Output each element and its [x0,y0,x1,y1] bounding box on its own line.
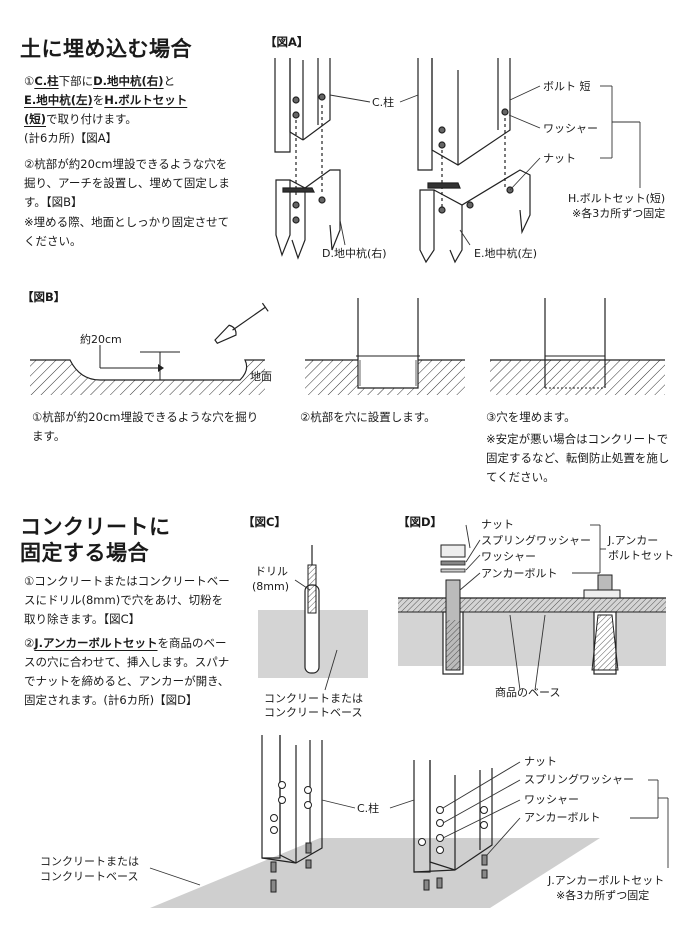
figB-hole-drawing [30,302,269,395]
figD-title: 【図D】 [398,515,443,529]
figD-label-set: J.アンカー [608,534,659,547]
section1-step1: ①C.柱下部にD.地中杭(右)と E.地中杭(左)をH.ボルトセット (短)で取… [24,72,236,148]
section1-step2: ②杭部が約20cm埋設できるような穴を掘り、アーチを設置し、埋めて固定します。【… [24,157,230,209]
figD-label-anchor-bolt: アンカーボルト [481,567,558,580]
bottom-label-spring-washer: スプリングワッシャー [524,773,634,786]
step1-num: ① [24,74,35,88]
part-d: D.地中杭(右) [93,74,164,88]
part-j: J.アンカーボルトセット [34,636,158,650]
step1-text2: と [163,74,176,88]
bottom-label-anchor-bolt: アンカーボルト [524,811,601,824]
figB-caption-3: ③穴を埋めます。 [486,410,576,424]
section1-title: 土に埋め込む場合 [20,37,192,61]
bottom-drawing [149,735,669,908]
step2-rest: を商品のベースの穴に合わせて、挿入します。スパナでナットを締めると、アンカーが開… [24,636,230,707]
bottom-label-concrete-base: コンクリートベース [40,870,139,883]
bottom-label-nut: ナット [524,755,557,768]
figA-title: 【図A】 [265,35,309,49]
step1-text5: (計6カ所)【図A】 [24,131,118,145]
figB-caption-3-note: ※安定が悪い場合はコンクリートで固定するなど、転倒防止処置を施してください。 [486,432,670,484]
bottom-label-concrete: コンクリートまたは [40,855,139,868]
section2-title-line1: コンクリートに [20,515,171,539]
figA-label-set-note: ※各3カ所ずつ固定 [572,207,666,220]
bottom-label-set: J.アンカーボルトセット [548,874,665,887]
figD-label-washer: ワッシャー [481,550,536,563]
figB-title: 【図B】 [22,290,66,304]
figC-drawing [258,545,368,691]
figB-caption-1: ①杭部が約20cm埋設できるような穴を掘ります。 [32,410,259,443]
figD-label-base: 商品のベース [495,686,561,699]
figD-label-set2: ボルトセット [608,549,674,562]
figA-label-bolt: ボルト 短 [543,80,591,93]
figC-label-drill-size: (8mm) [252,580,290,593]
bottom-label-set-note: ※各3カ所ずつ固定 [556,889,650,902]
section2-step1: ①コンクリートまたはコンクリートベースにドリル(8mm)で穴をあけ、切粉を取り除… [24,574,230,626]
part-e: E.地中杭(左) [24,93,93,107]
figB-label-ground: 地面 [250,370,272,383]
figA-label-stake-right: D.地中杭(右) [322,247,387,260]
figA-label-pillar: C.柱 [372,96,395,109]
figD-drawing [398,524,666,691]
figA-left-drawing [274,58,341,260]
figB-label-depth: 約20cm [80,333,122,346]
section2-step2: ②J.アンカーボルトセットを商品のベースの穴に合わせて、挿入します。スパナでナッ… [24,634,234,710]
figB-filled-drawing [490,298,665,395]
figA-leaders [329,85,641,246]
figC-label-concrete: コンクリートまたは [264,692,363,705]
figC-label-drill: ドリル [255,565,288,578]
figA-label-set: H.ボルトセット(短) [568,192,666,205]
figA-right-drawing [417,58,531,264]
part-h-short: (短) [24,112,47,126]
section1-note: ※埋める際、地面としっかり固定させてください。 [24,215,230,248]
part-c: C.柱 [34,74,59,88]
figB-caption-2: ②杭部を穴に設置します。 [300,410,436,424]
figC-title: 【図C】 [243,515,286,529]
figD-label-nut: ナット [481,518,514,531]
figA-label-washer: ワッシャー [543,122,598,135]
bottom-label-washer: ワッシャー [524,793,579,806]
figB-placed-drawing [305,298,465,395]
step2-num: ② [24,636,35,650]
figA-label-nut: ナット [543,152,576,165]
step1-text3: を [92,93,105,107]
figA-label-stake-left: E.地中杭(左) [474,247,538,260]
step1-text4: で取り付けます。 [46,112,137,126]
step1-text1: 下部に [58,74,94,88]
bottom-label-pillar: C.柱 [357,802,380,815]
part-h: H.ボルトセット [104,93,188,107]
figD-label-spring-washer: スプリングワッシャー [481,534,591,547]
section2-title-line2: 固定する場合 [20,541,149,565]
figC-label-concrete-base: コンクリートベース [264,706,363,719]
